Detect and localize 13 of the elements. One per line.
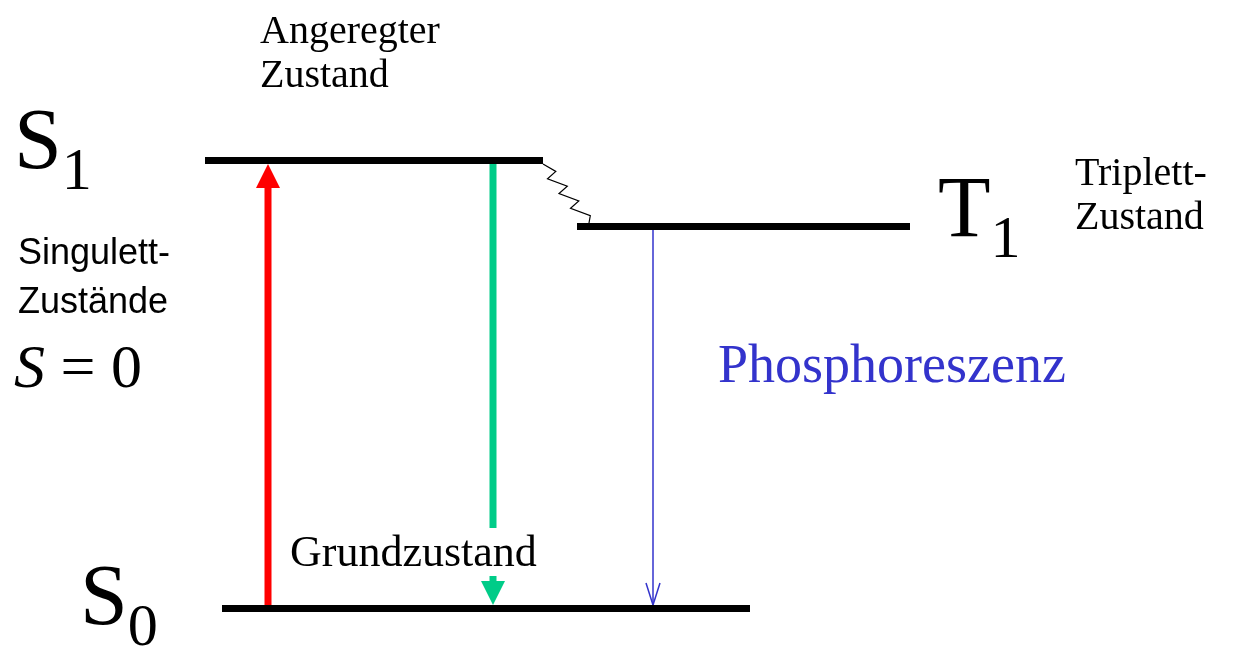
text-label: Singulett-Zustände — [18, 230, 172, 323]
edge-label: Phosphoreszenz — [718, 335, 1066, 395]
arrow — [645, 229, 661, 606]
energy-level-bar — [577, 223, 910, 230]
state-symbol: T$_{1}$ — [938, 160, 1021, 255]
wavy-line — [542, 163, 591, 224]
level-caption: Triplett-Zustand — [1075, 150, 1208, 238]
energy-level-bar — [205, 157, 543, 164]
energy-level-bar — [222, 605, 750, 612]
level-caption: Angeregter Zustand — [260, 8, 441, 96]
text-label: S = 0 — [14, 332, 142, 401]
state-symbol: S$_{1}$ — [14, 92, 92, 187]
level-caption: Grundzustand — [290, 528, 537, 577]
